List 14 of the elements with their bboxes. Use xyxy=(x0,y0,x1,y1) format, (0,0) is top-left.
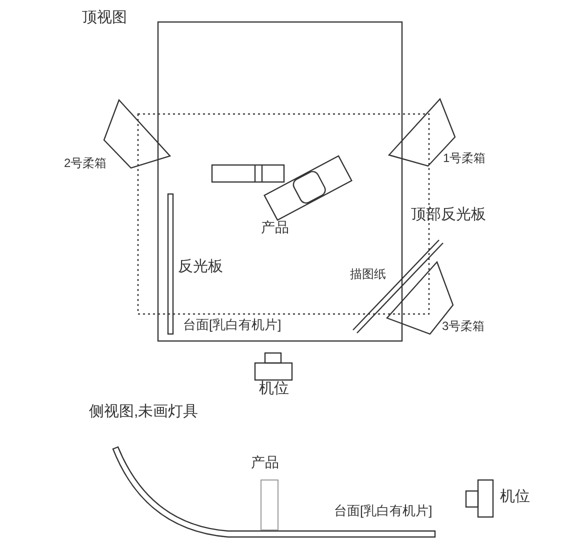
part-label: 机位 xyxy=(500,489,530,504)
part-label: 台面[乳白有机片] xyxy=(334,504,432,517)
part-label: 台面[乳白有机片] xyxy=(183,318,282,331)
part-label: 产品 xyxy=(261,220,289,234)
part-label: 产品 xyxy=(251,455,279,469)
part-label: 顶视图 xyxy=(82,10,127,25)
part-label: 3号柔箱 xyxy=(442,320,485,332)
part-label: 描图纸 xyxy=(350,268,386,280)
part-label: 顶部反光板 xyxy=(411,207,486,222)
part-label: 1号柔箱 xyxy=(443,152,486,164)
part-label: 反光板 xyxy=(178,259,223,274)
part-label: 机位 xyxy=(259,381,289,396)
part-label: 侧视图,未画灯具 xyxy=(89,404,198,419)
part-label: 2号柔箱 xyxy=(64,157,107,169)
